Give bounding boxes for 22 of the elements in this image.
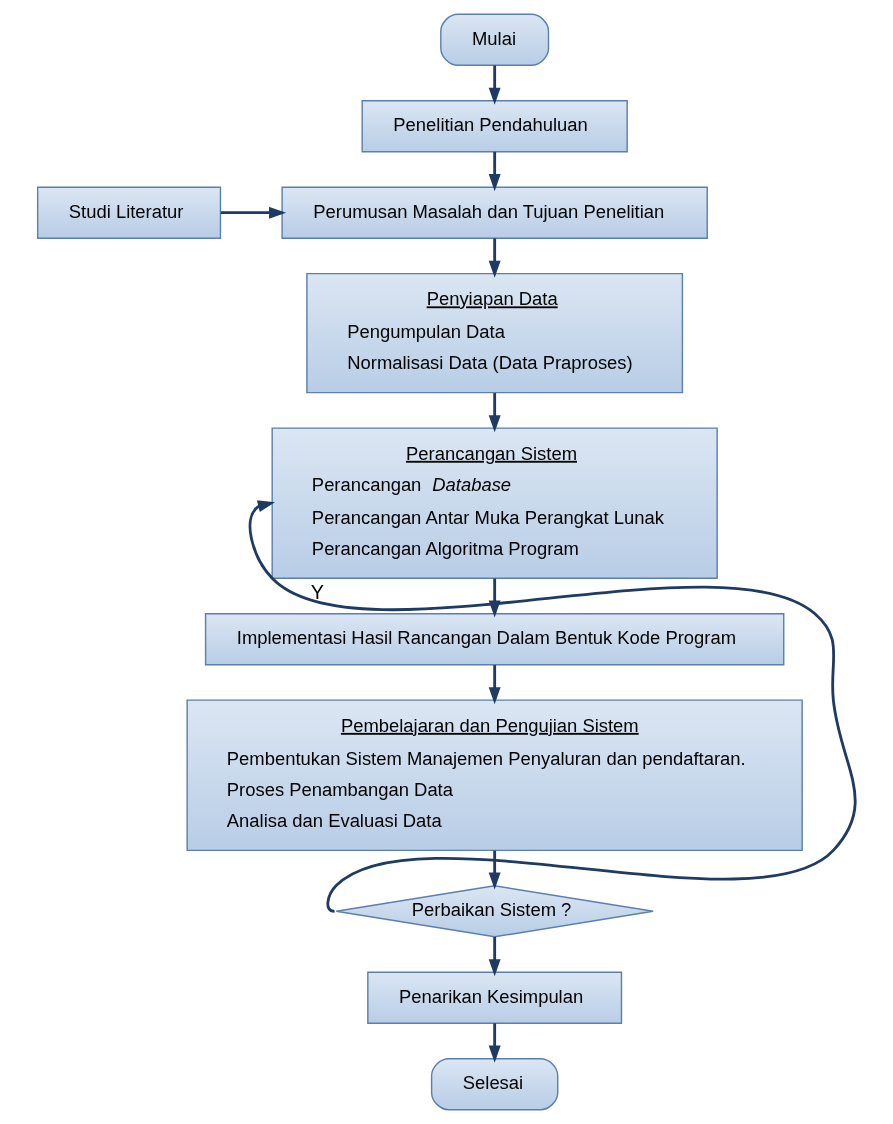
arrow bbox=[488, 936, 501, 977]
node-box: Perumusan Masalah dan Tujuan Penelitian bbox=[281, 186, 708, 239]
arrow bbox=[220, 206, 287, 219]
arrow bbox=[249, 500, 857, 912]
arrow bbox=[488, 850, 501, 890]
edge-label: Y bbox=[310, 580, 325, 603]
node-box: Mulai bbox=[440, 13, 550, 67]
arrow bbox=[488, 151, 501, 192]
node-box: Perancangan Sistem Perancangan Database Perancangan Antar Muka Perangkat Lunak Perancangan Algoritma Program bbox=[271, 427, 718, 579]
arrow bbox=[488, 393, 501, 433]
node-box: Penyiapan Data Pengumpulan Data Normalisasi Data (Data Praproses) bbox=[306, 272, 684, 394]
arrow bbox=[488, 665, 501, 705]
node-box: Penarikan Kesimpulan bbox=[367, 971, 623, 1024]
arrow bbox=[488, 65, 501, 105]
node-box: Pembelajaran dan Pengujian Sistem Pembentukan Sistem Manajemen Penyaluran dan pendaftaran. Proses Penambangan Data Analisa dan Evaluasi Data bbox=[186, 699, 803, 852]
node-box: Studi Literatur bbox=[36, 186, 222, 239]
node-box: Penelitian Pendahuluan bbox=[361, 100, 628, 153]
node-diamond: Perbaikan Sistem ? bbox=[335, 885, 654, 938]
node-box: Implementasi Hasil Rancangan Dalam Bentuk Kode Program bbox=[204, 613, 785, 666]
arrow bbox=[488, 238, 501, 278]
node-box: Selesai bbox=[430, 1057, 559, 1111]
arrow bbox=[488, 1023, 501, 1063]
